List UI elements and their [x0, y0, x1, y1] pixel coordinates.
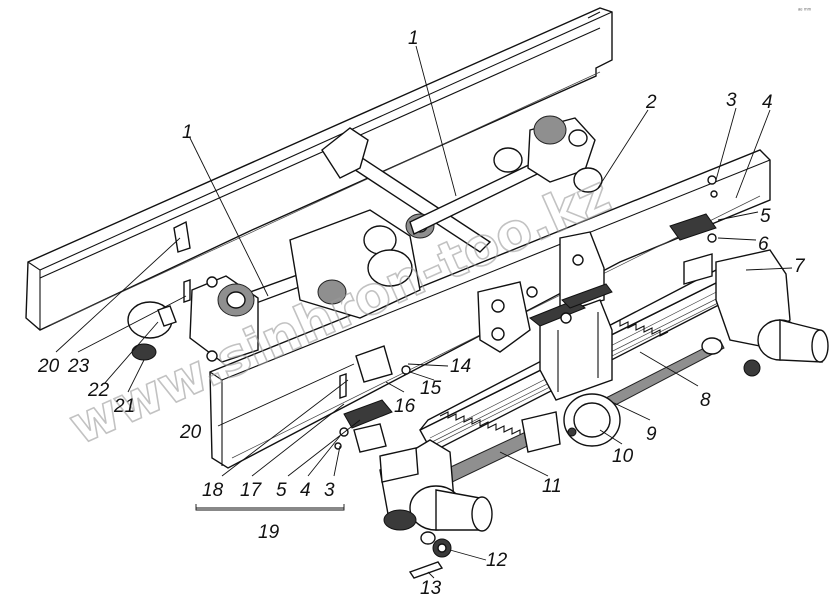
- leader-lines: [55, 45, 793, 579]
- group-19-bracket: [195, 504, 345, 511]
- callout-18: 18: [202, 480, 224, 501]
- castle-nut: [420, 531, 452, 558]
- frame-side-rail: [25, 7, 613, 331]
- callout-3-right: 3: [726, 90, 737, 111]
- callout-2: 2: [645, 92, 657, 113]
- bolts-and-washers: [526, 286, 572, 324]
- callout-13: 13: [420, 578, 442, 599]
- callout-16: 16: [394, 396, 416, 417]
- callout-1-top: 1: [408, 28, 419, 49]
- lower-left-axle-end: [353, 411, 561, 532]
- spring-center-clamp: [529, 283, 613, 401]
- callout-20-lower: 20: [179, 422, 202, 443]
- callout-19: 19: [258, 522, 280, 543]
- callout-23: 23: [67, 356, 90, 377]
- callout-11: 11: [542, 476, 562, 497]
- callout-7: 7: [794, 256, 806, 277]
- callout-labels: 1 1 2 3 4 5 6 7 8 9 10 11 12 13 14 15 16…: [37, 28, 806, 599]
- mounting-plate: [339, 345, 411, 399]
- callout-10: 10: [612, 446, 634, 467]
- corner-mark: ᵃᵉ ᵐᵐ: [798, 8, 812, 14]
- callout-15: 15: [420, 378, 442, 399]
- callout-22: 22: [87, 380, 110, 401]
- callout-12: 12: [486, 550, 508, 571]
- center-axle-housing: [289, 209, 421, 319]
- callout-4-right: 4: [762, 92, 773, 113]
- right-axle-end: [683, 249, 829, 377]
- callout-6: 6: [758, 234, 769, 255]
- callout-5-right: 5: [760, 206, 771, 227]
- callout-4-bottom: 4: [300, 480, 311, 501]
- callout-14: 14: [450, 356, 471, 377]
- callout-8: 8: [700, 390, 711, 411]
- callout-21: 21: [113, 396, 135, 417]
- clip-and-bolt: [157, 220, 191, 327]
- upper-right-bracket: [493, 115, 603, 193]
- hub-cap-assembly: [563, 393, 621, 447]
- cotter-pin: [408, 561, 444, 579]
- callout-17: 17: [240, 480, 263, 501]
- callout-3-bottom: 3: [324, 480, 335, 501]
- callout-1-left: 1: [182, 122, 193, 143]
- callout-20-upper: 20: [37, 356, 60, 377]
- callout-5-bottom: 5: [276, 480, 287, 501]
- rubber-pad-right: [669, 175, 718, 243]
- callout-9: 9: [646, 424, 657, 445]
